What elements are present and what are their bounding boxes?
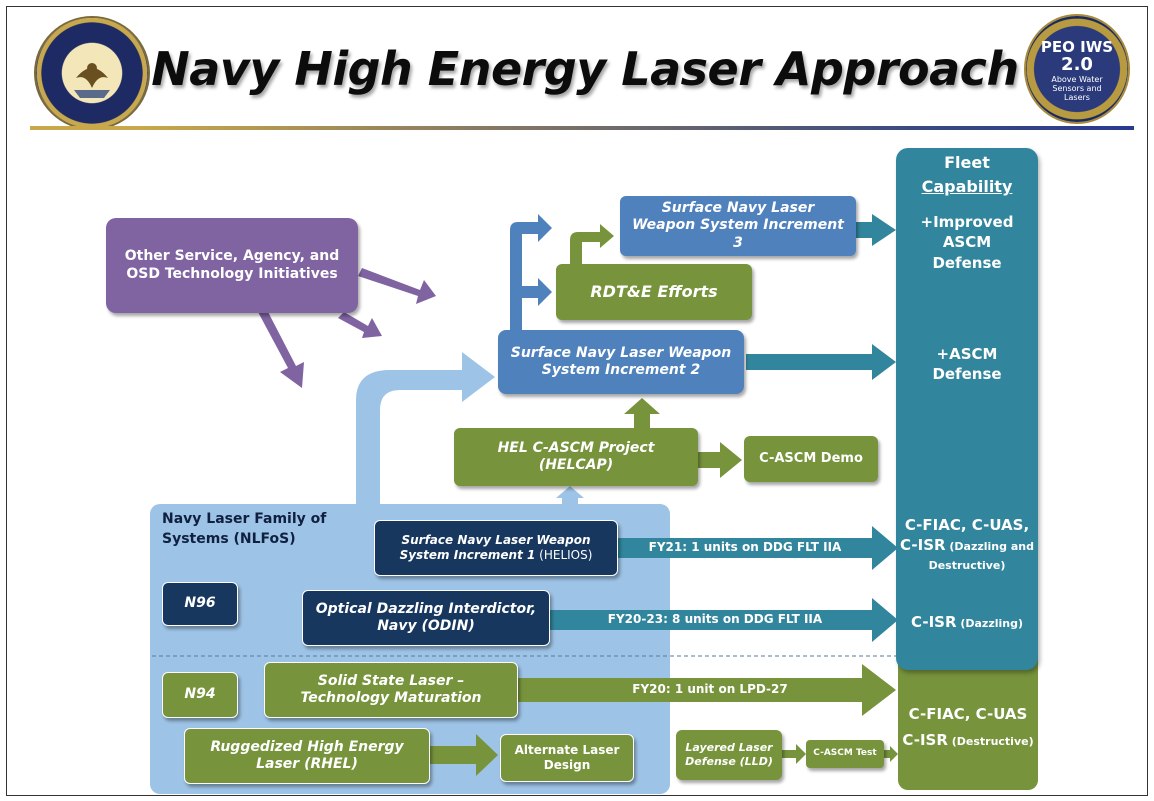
helcap-box: HEL C-ASCM Project (HELCAP) bbox=[454, 428, 698, 486]
increment3-box: Surface Navy Laser Weapon System Increme… bbox=[620, 196, 856, 256]
slide-frame bbox=[6, 6, 1148, 796]
lld-label: Layered Laser Defense (LLD) bbox=[685, 741, 773, 768]
n94-label: N94 bbox=[184, 686, 216, 703]
fleet-cap-cfiac-cuas-cisr: C-FIAC, C-UAS, C-ISR (Dazzling and Destr… bbox=[900, 516, 1034, 572]
fleet-cap-destructive-line1: C-FIAC, C-UAS bbox=[908, 705, 1028, 723]
fy20-arrow-label: FY20: 1 unit on LPD-27 bbox=[632, 682, 788, 696]
helcap-label-2: (HELCAP) bbox=[538, 457, 614, 473]
fleet-cap-destructive-line2: C-ISR (Destructive) bbox=[902, 731, 1034, 749]
rhel-label: Ruggedized High Energy Laser (RHEL) bbox=[210, 738, 404, 773]
badge-text-2: 2.0 bbox=[1061, 54, 1093, 75]
n96-label: N96 bbox=[184, 595, 216, 612]
sslm-label: Solid State Laser – Technology Maturatio… bbox=[300, 672, 482, 707]
increment2-label: Surface Navy Laser Weapon System Increme… bbox=[510, 344, 732, 379]
increment2-box: Surface Navy Laser Weapon System Increme… bbox=[498, 330, 744, 394]
header-rule bbox=[30, 126, 1134, 130]
n94-badge: N94 bbox=[162, 672, 238, 718]
odin-label: Optical Dazzling Interdictor, Navy (ODIN… bbox=[315, 600, 537, 635]
fleet-cap-ascm: +ASCM Defense bbox=[932, 345, 1002, 384]
fy21-arrow-label: FY21: 1 units on DDG FLT IIA bbox=[648, 540, 842, 554]
helios-label: Surface Navy Laser Weapon System Increme… bbox=[399, 533, 593, 562]
badge-text-1: PEO IWS bbox=[1040, 38, 1114, 56]
increment3-label: Surface Navy Laser Weapon System Increme… bbox=[632, 199, 844, 251]
rdte-box: RDT&E Efforts bbox=[556, 264, 752, 320]
rdte-label: RDT&E Efforts bbox=[590, 282, 718, 301]
other-initiatives-label: Other Service, Agency, and OSD Technolog… bbox=[124, 248, 340, 282]
peo-iws-badge-logo: PEO IWS 2.0 Above Water Sensors and Lase… bbox=[1026, 16, 1128, 122]
cascm-demo-box: C-ASCM Demo bbox=[744, 436, 878, 482]
fleet-header-line1: Fleet bbox=[944, 153, 990, 172]
page-title: Navy High Energy Laser Approach bbox=[151, 42, 1019, 96]
fleet-cap-cisr-dazzling: C-ISR (Dazzling) bbox=[910, 613, 1023, 631]
cascm-test-box: C-ASCM Test bbox=[806, 740, 884, 768]
helcap-label-1: HEL C-ASCM Project bbox=[497, 439, 655, 456]
badge-text-3: Above Water Sensors and Lasers bbox=[1051, 75, 1103, 102]
navy-seal-logo bbox=[36, 18, 148, 128]
fleet-header-line2: Capability bbox=[921, 177, 1013, 196]
odin-box: Optical Dazzling Interdictor, Navy (ODIN… bbox=[302, 590, 550, 646]
fleet-capability-column bbox=[896, 148, 1038, 670]
rhel-box: Ruggedized High Energy Laser (RHEL) bbox=[184, 728, 430, 784]
sslm-box: Solid State Laser – Technology Maturatio… bbox=[264, 662, 518, 718]
lld-box: Layered Laser Defense (LLD) bbox=[676, 730, 782, 780]
other-initiatives-box: Other Service, Agency, and OSD Technolog… bbox=[106, 218, 358, 313]
alternate-laser-label: Alternate Laser Design bbox=[514, 743, 620, 772]
helios-box: Surface Navy Laser Weapon System Increme… bbox=[374, 520, 618, 576]
eagle-icon bbox=[74, 63, 110, 98]
cascm-test-label: C-ASCM Test bbox=[813, 748, 877, 759]
n96-badge: N96 bbox=[162, 582, 238, 626]
fy20-23-arrow-label: FY20-23: 8 units on DDG FLT IIA bbox=[607, 612, 823, 626]
alternate-laser-box: Alternate Laser Design bbox=[500, 734, 634, 782]
cascm-demo-label: C-ASCM Demo bbox=[759, 450, 863, 466]
nlfos-title: Navy Laser Family of Systems (NLFoS) bbox=[162, 511, 327, 547]
fleet-cap-improved-ascm: +Improved ASCM Defense bbox=[920, 213, 1014, 272]
